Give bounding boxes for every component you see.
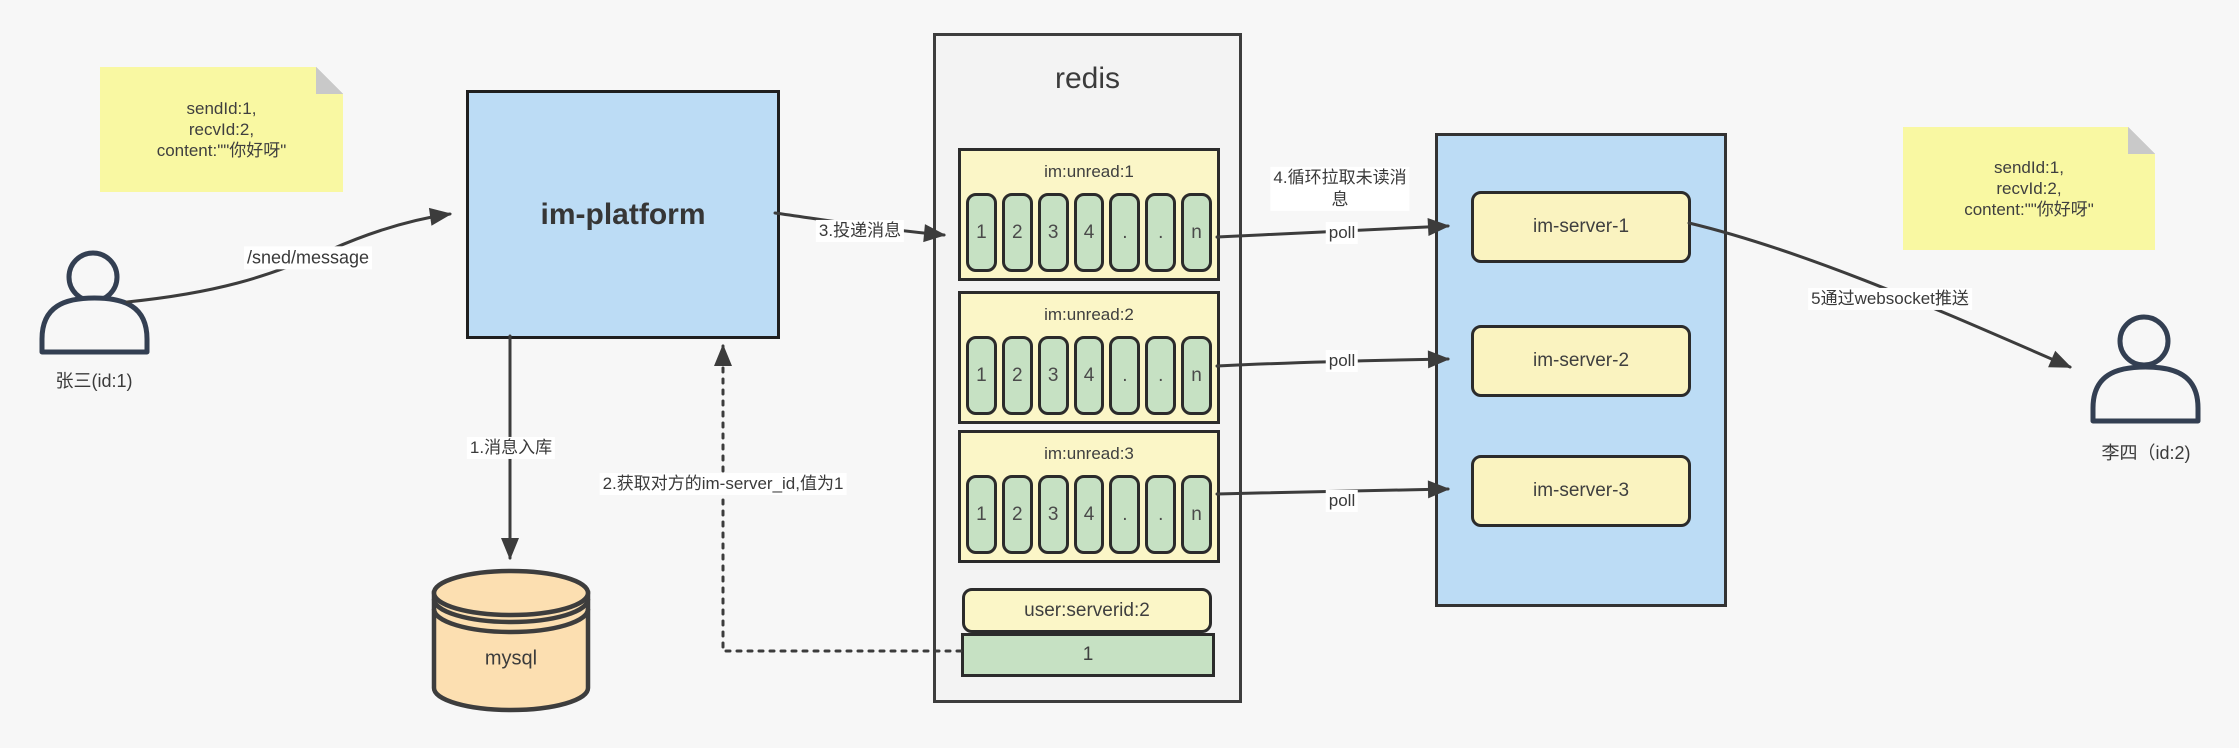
note-line: content:""你好呀" (1964, 200, 2094, 219)
send-message-label: /sned/message (243, 246, 373, 270)
queue-header: im:unread:1 (1044, 162, 1134, 181)
folded-corner-icon (316, 67, 343, 94)
queue-cell: n (1181, 336, 1213, 415)
queue-cell: 3 (1037, 193, 1069, 272)
websocket-push-label: 5通过websocket推送 (1808, 287, 1972, 311)
receiver-name-label: 李四（id:2) (2101, 443, 2191, 463)
queue-cell: n (1181, 193, 1213, 272)
unread-queue-1: im:unread:1 1 2 3 4 . . n (958, 148, 1220, 281)
im-server-panel: im-server-1 im-server-2 im-server-3 (1435, 133, 1727, 607)
queue-cell: 2 (1001, 336, 1033, 415)
im-platform-label: im-platform (540, 197, 706, 231)
unread-queue-2: im:unread:2 1 2 3 4 . . n (958, 291, 1220, 424)
queue-cell: 4 (1073, 475, 1105, 554)
queue-cell: n (1181, 475, 1213, 554)
poll-label-3: poll (1325, 489, 1359, 513)
user-serverid-value: 1 (961, 633, 1215, 677)
queue-cell: 1 (966, 336, 997, 415)
user-icon (39, 250, 150, 355)
queue-cell: 1 (966, 193, 997, 272)
deliver-message-label: 3.投递消息 (815, 219, 905, 243)
queue-cell: 3 (1037, 475, 1069, 554)
queue-cell: . (1145, 475, 1177, 554)
mysql-label: mysql (484, 647, 538, 670)
note-line: content:""你好呀" (156, 141, 287, 160)
note-line: recvId:2, (1996, 179, 2062, 198)
store-message-label: 1.消息入库 (466, 436, 556, 460)
note-line: sendId:1, (186, 99, 257, 118)
user-serverid-key: user:serverid:2 (962, 588, 1212, 633)
queue-cell: . (1109, 336, 1141, 415)
note-text: sendId:1, recvId:2, content:""你好呀" (157, 98, 287, 161)
queue-cells: 1 2 3 4 . . n (961, 193, 1217, 278)
sticky-note-left: sendId:1, recvId:2, content:""你好呀" (100, 67, 343, 192)
redis-panel: redis im:unread:1 1 2 3 4 . . n im:unrea… (933, 33, 1242, 703)
im-server-3-box: im-server-3 (1471, 455, 1691, 527)
mysql-database-icon (431, 568, 591, 713)
queue-cell: 2 (1001, 193, 1033, 272)
queue-header: im:unread:3 (1044, 444, 1134, 463)
queue-cell: 4 (1073, 336, 1105, 415)
pull-unread-line1: 4.循环拉取未读消 (1273, 167, 1407, 187)
queue-cells: 1 2 3 4 . . n (961, 475, 1217, 560)
arrow-get-serverid-dashed (714, 344, 963, 653)
pull-unread-label: 4.循环拉取未读消 息 (1270, 166, 1410, 212)
poll-label-2: poll (1325, 349, 1359, 373)
folded-corner-icon (2128, 127, 2155, 154)
queue-header: im:unread:2 (1044, 305, 1134, 324)
sticky-note-right: sendId:1, recvId:2, content:""你好呀" (1903, 127, 2155, 250)
queue-cell: 2 (1001, 475, 1033, 554)
note-line: sendId:1, (1994, 158, 2064, 177)
redis-title: redis (1054, 62, 1121, 95)
pull-unread-line2: 息 (1331, 190, 1349, 209)
im-platform-box: im-platform (466, 90, 780, 339)
poll-label-1: poll (1325, 221, 1359, 245)
unread-queue-3: im:unread:3 1 2 3 4 . . n (958, 430, 1220, 563)
note-line: recvId:2, (188, 120, 255, 139)
queue-cell: . (1145, 336, 1177, 415)
queue-cell: . (1109, 475, 1141, 554)
sender-name-label: 张三(id:1) (55, 371, 133, 391)
user-icon (2090, 314, 2201, 424)
queue-cell: 1 (966, 475, 997, 554)
queue-cells: 1 2 3 4 . . n (961, 336, 1217, 421)
queue-cell: . (1145, 193, 1177, 272)
get-serverid-label: 2.获取对方的im-server_id,值为1 (599, 472, 847, 496)
queue-cell: . (1109, 193, 1141, 272)
im-server-1-box: im-server-1 (1471, 191, 1691, 263)
note-text: sendId:1, recvId:2, content:""你好呀" (1964, 157, 2094, 220)
queue-cell: 4 (1073, 193, 1105, 272)
im-server-2-box: im-server-2 (1471, 325, 1691, 397)
queue-cell: 3 (1037, 336, 1069, 415)
